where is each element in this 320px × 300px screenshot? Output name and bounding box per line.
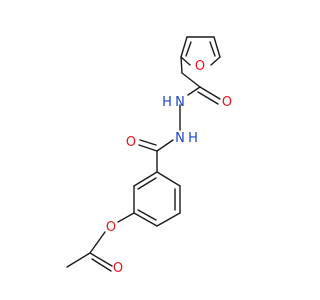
bond-furan-to-carbonyl <box>180 56 183 74</box>
bond-ring-3-4 <box>156 212 181 227</box>
furan-ring <box>180 36 221 66</box>
atom-label-nh-lower-n: N <box>175 131 185 146</box>
bond-ring-4-5 <box>133 212 158 227</box>
atom-labels: O O H N N H O O O <box>106 59 232 276</box>
atom-label-nh-lower-h: H <box>188 131 198 146</box>
molecule-structure-diagram: O O H N N H O O O <box>66 36 232 276</box>
bond-carbonyl-c-to-carbon <box>181 72 201 88</box>
atom-label-ester-oxygen: O <box>106 220 116 235</box>
acetate-ester-group <box>66 212 135 272</box>
atom-label-acetyl-oxygen: O <box>113 261 123 276</box>
bond-acetyl-c-methyl <box>66 252 91 268</box>
atom-label-furan-oxygen: O <box>195 59 205 74</box>
bond-ring-6-1-double <box>137 177 157 190</box>
bond-ring-4-5-double <box>137 209 157 221</box>
atom-label-benzoyl-oxygen: O <box>126 135 136 150</box>
bond-furoyl-c-o-double-b <box>197 91 219 105</box>
bond-benzoyl-c-o-double-b <box>139 139 157 146</box>
bond-furan-c1-o <box>210 56 221 66</box>
atom-label-nh-upper-n: N <box>175 95 185 110</box>
bond-ring-to-ester-o <box>117 212 135 223</box>
bond-acetyl-c-o-double-b <box>91 258 112 272</box>
bond-ring-6-1 <box>133 171 158 187</box>
hydrazide-linker <box>156 104 181 152</box>
benzoyl-carbonyl-group <box>138 139 158 173</box>
bond-furan-o-c2 <box>180 56 191 66</box>
furoyl-carbonyl-group <box>180 56 221 105</box>
bond-furoyl-c-n <box>187 86 201 96</box>
bond-ring-1-2 <box>156 171 181 187</box>
bond-furan-c5-c1-double <box>209 41 216 57</box>
bond-n-to-benzoyl-c <box>156 139 174 152</box>
atom-label-nh-upper-h: H <box>162 95 172 110</box>
bond-benzoyl-c-o-double-a <box>138 144 158 152</box>
benzene-ring <box>133 171 181 227</box>
atom-label-furoyl-oxygen: O <box>222 95 232 110</box>
bond-furan-c5-c1 <box>213 36 221 58</box>
bond-ester-o-to-c <box>89 231 106 254</box>
bond-furan-c3-c4-double <box>185 41 192 57</box>
bond-furan-c3-c4 <box>180 36 188 58</box>
bond-furoyl-c-o-double-a <box>199 86 221 100</box>
bond-acetyl-c-o-double-a <box>89 252 113 267</box>
